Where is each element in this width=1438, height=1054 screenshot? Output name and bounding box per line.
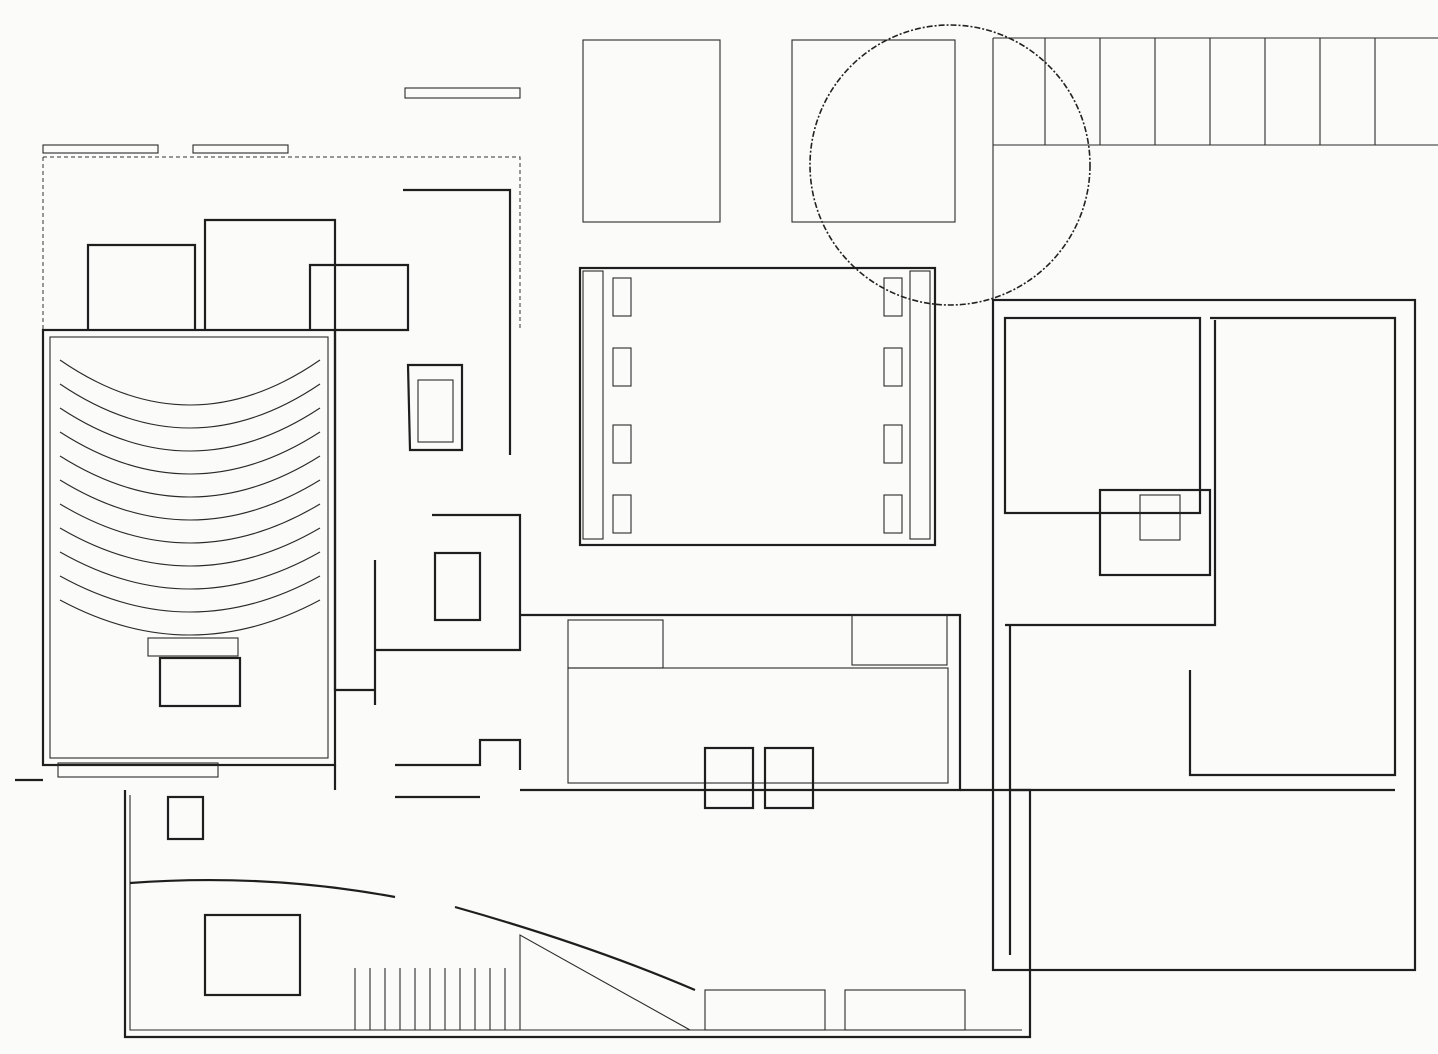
pad	[612, 424, 632, 464]
corridor-wall	[333, 330, 375, 790]
seat-row	[59, 455, 321, 498]
stair-landing	[433, 551, 482, 622]
planter	[909, 270, 931, 540]
lawn-square	[791, 39, 956, 223]
hall-floor	[567, 667, 949, 784]
locker-row	[354, 968, 506, 1030]
lawn-square	[582, 39, 721, 223]
seat-row	[59, 407, 321, 452]
counter	[704, 989, 826, 1031]
auditorium-lobby-bench	[57, 762, 219, 778]
room	[1003, 316, 1202, 515]
planter	[567, 619, 664, 669]
planter	[582, 270, 604, 540]
stair-walls	[373, 513, 522, 705]
room	[395, 738, 522, 799]
room	[203, 218, 337, 330]
right-building	[991, 298, 1417, 972]
courtyard-pads	[612, 277, 903, 534]
counter	[844, 989, 966, 1031]
pad	[883, 494, 903, 534]
auditorium-inner-wall	[49, 336, 329, 759]
pad	[883, 277, 903, 317]
pad	[612, 347, 632, 387]
bench	[192, 144, 289, 154]
seat-row	[59, 431, 321, 475]
lower-wing-walls	[15, 778, 1032, 1039]
parking-area	[992, 37, 1438, 300]
pad	[612, 494, 632, 534]
seat-row	[59, 479, 321, 521]
room	[1188, 316, 1397, 777]
seat-row	[59, 551, 321, 590]
room	[86, 243, 197, 330]
planter	[851, 614, 948, 666]
canopy-outline	[43, 156, 521, 330]
room	[1005, 320, 1217, 627]
seat-row	[59, 359, 321, 406]
elevator	[417, 379, 454, 443]
entry-hall	[520, 613, 962, 810]
courtyard	[578, 266, 937, 547]
stair-core	[403, 188, 512, 455]
curved-wall	[454, 905, 696, 992]
room	[166, 795, 205, 841]
auditorium-walls	[41, 328, 337, 767]
parking-stripes	[1044, 38, 1376, 145]
seat-row	[59, 527, 321, 567]
restroom	[203, 913, 302, 997]
tree-canopy	[809, 24, 1091, 306]
courtyard-walls	[578, 266, 937, 547]
curved-wall	[129, 878, 396, 899]
auditorium	[41, 328, 337, 778]
stage-front	[147, 637, 239, 657]
building-walls	[991, 298, 1417, 972]
bench	[404, 87, 521, 99]
vestibule	[308, 263, 410, 332]
seating-rows	[59, 359, 321, 636]
ramp	[519, 934, 693, 1031]
bench	[42, 144, 159, 154]
pad	[612, 277, 632, 317]
gallery	[1008, 625, 1395, 955]
pad	[883, 347, 903, 387]
seat-row	[59, 383, 321, 429]
entry-door	[763, 746, 815, 810]
seat-row	[59, 503, 321, 544]
site-elements	[42, 24, 1438, 330]
stair	[1098, 488, 1212, 577]
seat-row	[59, 599, 321, 636]
pad	[883, 424, 903, 464]
entry-door	[703, 746, 755, 810]
lower-wing	[15, 778, 1032, 1039]
stage	[158, 656, 242, 708]
seat-row	[59, 575, 321, 613]
service-rooms	[86, 188, 522, 799]
elevator	[1139, 494, 1181, 541]
hall-walls	[520, 613, 962, 792]
